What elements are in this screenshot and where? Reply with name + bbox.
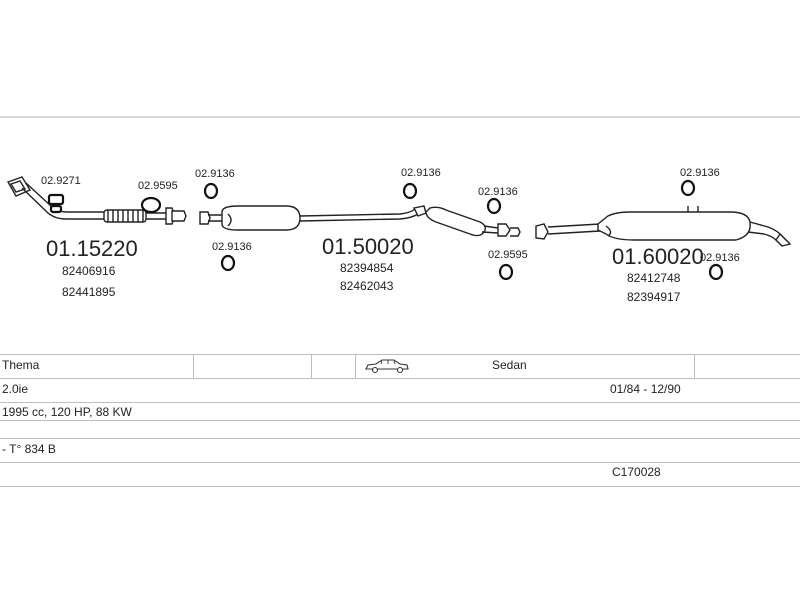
accessory-a2	[140, 196, 162, 214]
catalog-code: C170028	[612, 465, 661, 479]
accessory-a9-label: 02.9136	[700, 252, 740, 264]
middle-part-number: 01.50020	[322, 234, 414, 259]
accessory-a5-label: 02.9136	[401, 167, 441, 179]
accessory-a3-label: 02.9136	[195, 168, 235, 180]
table-divider	[694, 354, 695, 378]
accessory-a6	[486, 197, 502, 215]
accessory-a3	[203, 182, 219, 200]
rear-oem-1: 82412748	[627, 271, 681, 285]
table-line	[0, 354, 800, 355]
accessory-a4-label: 02.9136	[212, 241, 252, 253]
table-line	[0, 462, 800, 463]
accessory-a7-label: 02.9595	[488, 249, 528, 261]
accessory-a2-label: 02.9595	[138, 180, 178, 192]
accessory-a9	[708, 263, 724, 281]
front-part-number: 01.15220	[46, 236, 138, 261]
table-line	[0, 486, 800, 487]
vehicle-model: Thema	[2, 358, 40, 372]
body-type: Sedan	[492, 358, 527, 372]
sedan-car-icon	[364, 358, 410, 377]
accessory-a1	[47, 193, 65, 214]
table-line	[0, 438, 800, 439]
production-period: 01/84 - 12/90	[610, 382, 681, 396]
table-divider	[193, 354, 194, 378]
accessory-a7	[498, 263, 514, 281]
front-pipe-part	[6, 176, 187, 225]
type-code: - T° 834 B	[2, 442, 56, 456]
engine-specs: 1995 cc, 120 HP, 88 KW	[2, 405, 132, 419]
table-line	[0, 420, 800, 421]
accessory-a8-label: 02.9136	[680, 167, 720, 179]
rear-part-number: 01.60020	[612, 244, 704, 269]
exhaust-system-diagram: 02.9271 02.9595 02.9136 02.9136 02.9136 …	[0, 116, 800, 304]
engine-name: 2.0ie	[2, 382, 29, 396]
accessory-a8	[680, 179, 696, 197]
table-line	[0, 402, 800, 403]
accessory-a1-label: 02.9271	[41, 175, 81, 187]
middle-oem-1: 82394854	[340, 261, 394, 275]
rear-silencer-part	[535, 206, 792, 247]
accessory-a5	[402, 182, 418, 200]
table-divider	[311, 354, 312, 378]
table-line	[0, 378, 800, 379]
table-divider	[355, 354, 356, 378]
vehicle-spec-table: Thema Sedan 2.0ie 01/84 - 12/90 1995 cc,…	[0, 354, 800, 488]
accessory-a4	[220, 254, 236, 272]
front-oem-1: 82406916	[62, 264, 116, 278]
accessory-a6-label: 02.9136	[478, 186, 518, 198]
front-oem-2: 82441895	[62, 285, 116, 299]
middle-silencer-part	[199, 205, 521, 237]
rear-oem-2: 82394917	[627, 290, 681, 304]
middle-oem-2: 82462043	[340, 279, 394, 293]
